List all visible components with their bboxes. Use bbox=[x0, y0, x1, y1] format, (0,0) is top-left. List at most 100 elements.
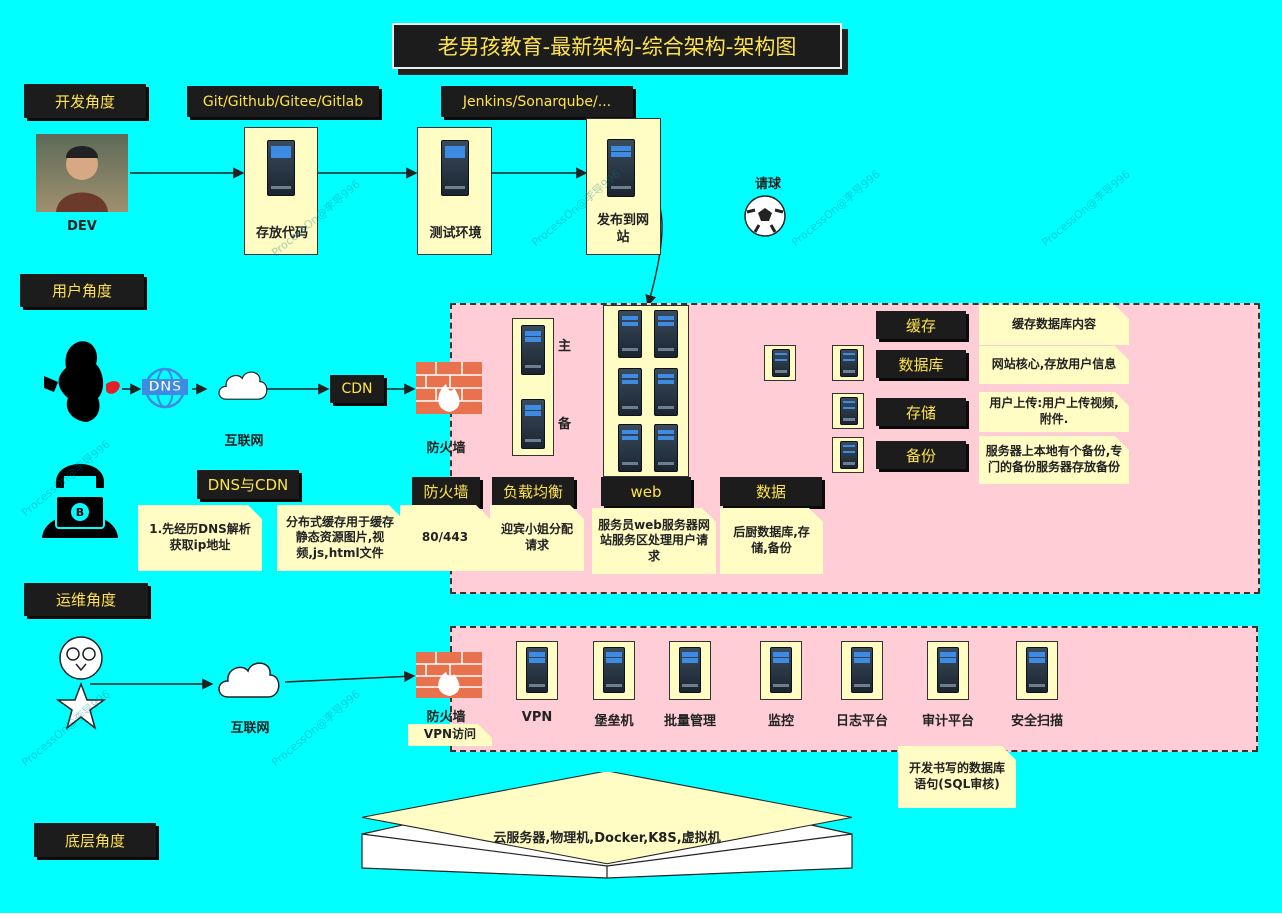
backup-tag: 备份 bbox=[876, 441, 966, 469]
ops-label-log: 日志平台 bbox=[835, 714, 888, 729]
server-icon bbox=[772, 349, 790, 377]
ops-person-icon bbox=[55, 636, 107, 731]
dns-note: 1.先经历DNS解析获取ip地址 bbox=[138, 505, 262, 571]
server-icon bbox=[521, 325, 545, 375]
person-icon bbox=[56, 146, 108, 212]
ops-server-audit bbox=[927, 641, 969, 700]
svg-text:B: B bbox=[76, 506, 84, 519]
backup-server bbox=[832, 437, 864, 473]
fw-note: 80/443 bbox=[400, 505, 490, 571]
test-env-server: 测试环境 bbox=[417, 127, 492, 255]
server-icon bbox=[679, 647, 701, 693]
ops-server-vpn bbox=[516, 641, 558, 700]
backup-note: 服务器上本地有个备份,专门的备份服务器存放备份 bbox=[979, 436, 1129, 484]
ops-server-batch bbox=[669, 641, 711, 700]
lb-note: 迎宾小姐分配请求 bbox=[490, 505, 584, 571]
cache-server bbox=[764, 345, 796, 381]
ops-internet-cloud-icon bbox=[218, 662, 280, 698]
tool-jenkins: Jenkins/Sonarqube/... bbox=[441, 86, 633, 117]
server-icon bbox=[840, 349, 858, 377]
test-env-label: 测试环境 bbox=[429, 226, 482, 241]
ops-internet-label: 互联网 bbox=[230, 721, 270, 736]
web-tag: web bbox=[601, 477, 691, 506]
db-note: 网站核心,存放用户信息 bbox=[979, 346, 1129, 384]
ops-firewall-icon bbox=[416, 652, 482, 698]
section-dev: 开发角度 bbox=[24, 84, 146, 118]
server-icon bbox=[654, 368, 678, 416]
user-silhouette-icon bbox=[44, 341, 120, 422]
hacker-icon: B bbox=[42, 464, 118, 538]
server-icon bbox=[840, 397, 858, 425]
dns-icon: DNS bbox=[142, 367, 188, 409]
dev-person-photo bbox=[36, 134, 128, 212]
code-repo-label: 存放代码 bbox=[255, 226, 308, 241]
dnscdn-tag: DNS与CDN bbox=[197, 470, 299, 499]
server-icon bbox=[840, 441, 858, 469]
db-server bbox=[832, 345, 864, 381]
ops-server-monitor bbox=[760, 641, 802, 700]
ops-label-bastion: 堡垒机 bbox=[594, 714, 634, 729]
cache-tag: 缓存 bbox=[876, 311, 966, 339]
load-balancer-pair bbox=[512, 318, 554, 456]
platform-layer bbox=[361, 772, 853, 879]
ops-server-scan bbox=[1016, 641, 1058, 700]
ops-server-bastion bbox=[593, 641, 635, 700]
server-icon bbox=[654, 310, 678, 358]
section-ops: 运维角度 bbox=[24, 583, 148, 616]
server-icon bbox=[618, 310, 642, 358]
sql-audit-note: 开发书写的数据库语句(SQL审核) bbox=[898, 746, 1016, 808]
bottom-border bbox=[0, 913, 1282, 919]
ops-label-batch: 批量管理 bbox=[663, 714, 716, 729]
storage-server bbox=[832, 393, 864, 429]
internet-label: 互联网 bbox=[224, 434, 264, 449]
server-icon bbox=[654, 424, 678, 472]
platform-label: 云服务器,物理机,Docker,K8S,虚拟机 bbox=[493, 831, 721, 846]
db-tag: 数据库 bbox=[876, 350, 966, 378]
server-icon bbox=[1026, 647, 1048, 693]
lb-tag: 负载均衡 bbox=[492, 477, 574, 506]
storage-tag: 存储 bbox=[876, 398, 966, 426]
section-user: 用户角度 bbox=[20, 274, 144, 307]
publish-label: 发布到网站 bbox=[596, 213, 649, 245]
ops-firewall-label: 防火墙 bbox=[426, 710, 466, 725]
server-icon bbox=[526, 647, 548, 693]
firewall-label: 防火墙 bbox=[426, 441, 466, 456]
vpn-access-note: VPN访问 bbox=[408, 724, 492, 746]
publish-server: 发布到网站 bbox=[586, 118, 661, 255]
server-icon bbox=[441, 140, 469, 196]
ops-label-monitor: 监控 bbox=[767, 714, 794, 729]
code-repo-server: 存放代码 bbox=[244, 127, 318, 255]
ops-label-scan: 安全扫描 bbox=[1010, 714, 1063, 729]
internet-cloud-icon bbox=[218, 371, 268, 400]
server-icon bbox=[267, 140, 295, 196]
lb-master-label: 主 bbox=[558, 339, 572, 354]
server-icon bbox=[603, 647, 625, 693]
server-icon bbox=[618, 424, 642, 472]
tool-git: Git/Github/Gitee/Gitlab bbox=[187, 86, 379, 117]
lb-backup-label: 备 bbox=[558, 417, 572, 432]
server-icon bbox=[521, 399, 545, 449]
web-server-cluster bbox=[603, 305, 689, 477]
server-icon bbox=[937, 647, 959, 693]
ops-server-log bbox=[841, 641, 883, 700]
cdn-note: 分布式缓存用于缓存静态资源图片,视频,js,html文件 bbox=[277, 505, 403, 571]
server-icon bbox=[607, 139, 635, 197]
fw-tag: 防火墙 bbox=[412, 477, 480, 506]
cdn-box: CDN bbox=[330, 375, 384, 403]
server-icon bbox=[770, 647, 792, 693]
data-note: 后厨数据库,存储,备份 bbox=[720, 508, 823, 574]
ops-label-audit: 审计平台 bbox=[921, 714, 974, 729]
cache-note: 缓存数据库内容 bbox=[979, 305, 1129, 345]
ops-label-vpn: VPN bbox=[521, 710, 553, 725]
firewall-icon bbox=[416, 362, 482, 414]
server-icon bbox=[618, 368, 642, 416]
server-icon bbox=[851, 647, 873, 693]
section-base: 底层角度 bbox=[34, 823, 156, 857]
ball-label: 请球 bbox=[754, 177, 781, 192]
web-note: 服务员web服务器网站服务区处理用户请求 bbox=[592, 508, 716, 574]
dns-text: DNS bbox=[142, 379, 188, 396]
storage-note: 用户上传:用户上传视频,附件. bbox=[979, 392, 1129, 432]
diagram-title: 老男孩教育-最新架构-综合架构-架构图 bbox=[392, 23, 842, 69]
soccer-ball-icon bbox=[744, 195, 786, 237]
dev-label: DEV bbox=[67, 219, 97, 234]
